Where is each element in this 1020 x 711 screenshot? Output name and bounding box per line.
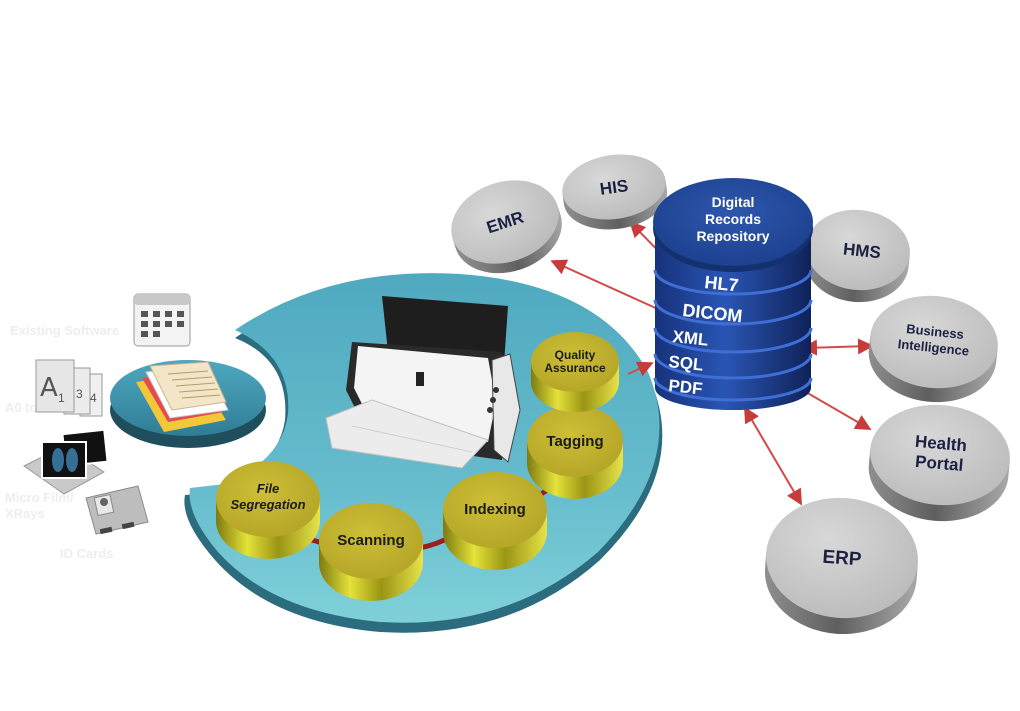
paper-documents-icon (136, 361, 229, 432)
svg-text:A: A (40, 373, 58, 403)
document-scanner-icon (325, 296, 521, 469)
stage-label-file-segregation: File (257, 481, 279, 496)
stage-label-tagging: Tagging (546, 433, 603, 450)
stage-disc-file-segregation: File Segregation (216, 461, 320, 559)
system-disc-erp[interactable]: ERP (761, 493, 922, 639)
system-disc-his[interactable]: HIS (558, 148, 671, 236)
source-microfilm-label: Micro Film/ (5, 490, 74, 505)
stage-disc-quality-assurance: Quality Assurance (531, 332, 619, 412)
stage-label-quality-assurance-2: Assurance (544, 361, 606, 375)
xray-film-icon (23, 428, 109, 495)
repository-layer-hl7: HL7 (704, 272, 740, 295)
repository-layer-pdf: PDF (668, 376, 704, 398)
stage-disc-tagging: Tagging (527, 405, 623, 499)
svg-text:3: 3 (76, 387, 83, 401)
system-disc-health-portal[interactable]: Health Portal (865, 399, 1015, 527)
arrow-qa-to-repository (627, 361, 654, 377)
repository-title-1: Digital (712, 194, 755, 210)
system-disc-business-intelligence[interactable]: Business Intelligence (864, 290, 1002, 409)
stage-disc-indexing: Indexing (443, 472, 547, 570)
repository-layer-xml: XML (672, 327, 710, 350)
stage-label-scanning: Scanning (337, 532, 405, 549)
source-id-cards-label: ID Cards (60, 546, 113, 561)
id-card-icon (85, 485, 149, 535)
source-microfilm-label-2: XRays (5, 506, 45, 521)
arrow-repository-bi (801, 338, 874, 356)
arrow-repository-emr (550, 259, 661, 311)
stage-label-quality-assurance: Quality (555, 348, 596, 362)
system-disc-emr[interactable]: EMR (440, 167, 572, 287)
charts-pages-icon: A 1 3 4 (35, 359, 103, 417)
input-tray (110, 360, 266, 448)
source-existing-software-label: Existing Software (10, 323, 119, 338)
repository-layer-sql: SQL (668, 352, 705, 375)
repository-title-3: Repository (696, 228, 769, 244)
digital-records-repository[interactable]: Digital Records Repository HL7 DICOM XML… (653, 178, 813, 410)
software-window-icon (133, 293, 191, 347)
system-label-health-portal: Health (914, 432, 967, 455)
svg-text:4: 4 (90, 391, 97, 405)
system-label-hms: HMS (842, 239, 882, 262)
repository-title-2: Records (705, 211, 761, 227)
system-label-health-portal-2: Portal (914, 452, 964, 475)
arrow-repository-erp (743, 406, 803, 506)
stage-label-indexing: Indexing (464, 501, 526, 518)
svg-text:1: 1 (58, 391, 65, 405)
system-label-bi-2: Intelligence (897, 336, 970, 358)
system-label-his: HIS (599, 176, 630, 199)
system-label-erp: ERP (822, 547, 863, 571)
system-disc-hms[interactable]: HMS (801, 205, 914, 307)
stage-disc-scanning: Scanning (319, 503, 423, 601)
stage-label-file-segregation-2: Segregation (230, 497, 305, 512)
system-label-bi: Business (906, 321, 965, 342)
